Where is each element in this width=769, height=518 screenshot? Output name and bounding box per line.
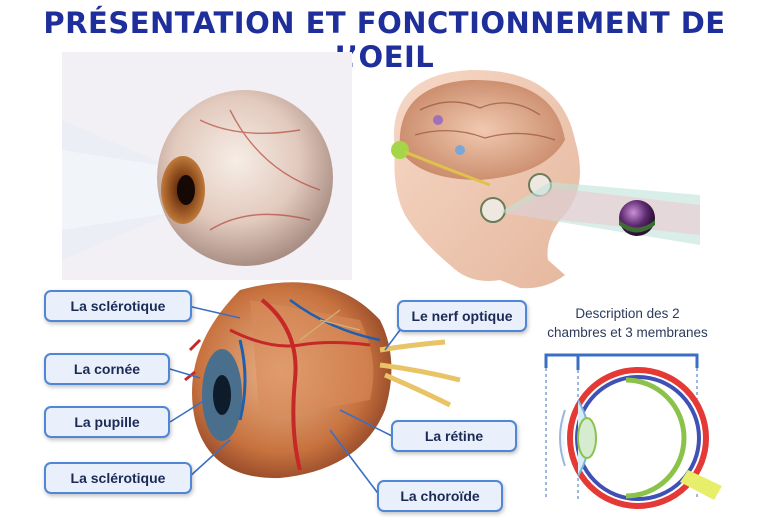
head-brain-illustration [391,69,700,289]
schematic-description: Description des 2 chambres et 3 membrane… [520,304,735,342]
label-choroide: La choroïde [377,480,503,512]
label-nerf-optique: Le nerf optique [397,300,527,332]
description-line-1: Description des 2 [575,306,680,321]
label-cornee: La cornée [44,353,170,385]
label-sclerotique-top: La sclérotique [44,290,192,322]
description-line-2: chambres et 3 membranes [547,325,708,340]
label-sclerotique-bottom: La sclérotique [44,462,192,494]
anatomical-eye-illustration [184,282,461,479]
label-pupille: La pupille [44,406,170,438]
page-title: Présentation et fonctionnement de l’oeil [43,6,726,74]
schematic-eye-diagram [544,353,722,509]
label-retine: La rétine [391,420,517,452]
label-connectors [169,305,401,497]
eyeball-illustration [62,52,352,280]
